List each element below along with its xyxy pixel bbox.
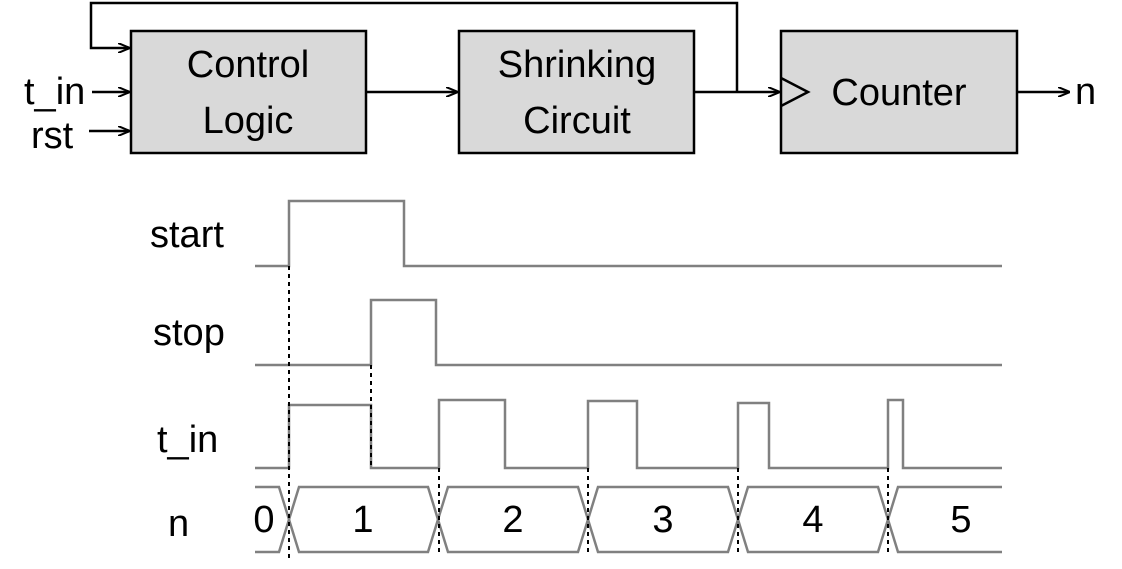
n-value-1: 1 — [352, 499, 373, 541]
t-in-input-label: t_in — [24, 71, 85, 113]
start-signal-label: start — [150, 214, 224, 256]
rst-input-label: rst — [31, 115, 74, 157]
counter-block: Counter — [779, 29, 1019, 155]
shrinking-circuit-label-line2: Circuit — [523, 100, 631, 142]
n-value-3: 3 — [652, 499, 673, 541]
t-in-waveform — [255, 398, 1002, 470]
n-value-5: 5 — [950, 499, 971, 541]
shrinking-circuit-block: Shrinking Circuit — [457, 29, 696, 155]
stop-signal-label: stop — [153, 312, 225, 354]
block-diagram: Control Logic Shrinking Circuit Counter … — [24, 1, 1096, 157]
t-in-signal-label: t_in — [157, 419, 218, 461]
control-logic-label-line2: Logic — [203, 100, 294, 142]
timing-diagram: start stop t_in n 0 1 2 3 4 5 — [150, 199, 1002, 560]
n-value-0: 0 — [253, 499, 274, 541]
shrinking-circuit-label-line1: Shrinking — [498, 44, 656, 86]
feedback-arrow — [89, 1, 739, 92]
control-logic-block: Control Logic — [129, 29, 368, 155]
start-waveform — [255, 199, 1002, 268]
control-logic-label-line1: Control — [187, 44, 310, 86]
stop-waveform — [255, 298, 1002, 367]
n-signal-label: n — [168, 503, 189, 545]
n-value-4: 4 — [802, 499, 823, 541]
n-value-2: 2 — [502, 499, 523, 541]
output-n-label: n — [1075, 71, 1096, 113]
clock-input-triangle — [780, 76, 811, 108]
counter-label: Counter — [831, 72, 967, 114]
